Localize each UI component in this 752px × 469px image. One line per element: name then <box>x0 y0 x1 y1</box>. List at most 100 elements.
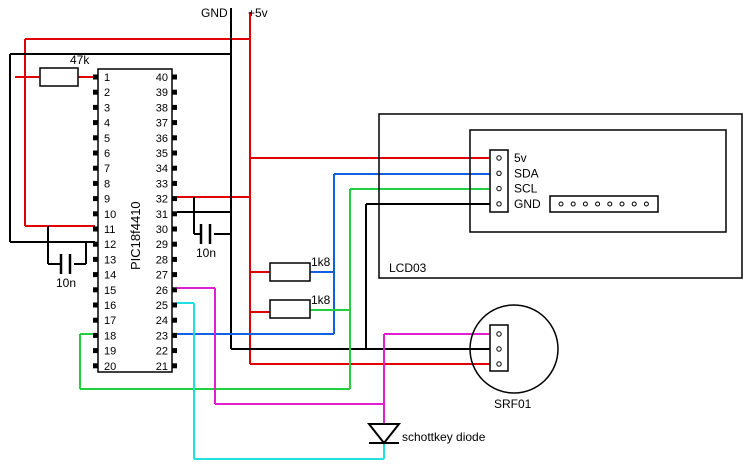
pic-pin-label: 9 <box>104 194 110 206</box>
pic-pin-marker <box>172 196 177 202</box>
wire-5v <box>15 12 499 365</box>
pic-pin-label: 8 <box>104 178 110 190</box>
pic-pin-marker <box>172 272 177 278</box>
pic-pin-marker <box>172 302 177 308</box>
gnd-label: GND <box>201 6 228 20</box>
pic-pin-marker <box>93 256 98 262</box>
lcd-header-dot <box>643 201 649 207</box>
srf01-pin-dot <box>496 346 502 352</box>
pic-pin-label: 22 <box>156 346 168 358</box>
pic-pins: 1234567891011121314151617181920403938373… <box>93 72 177 373</box>
pic-pin-label: 40 <box>156 72 168 84</box>
srf01-pin-dot <box>496 361 502 367</box>
schottky-diode <box>366 423 402 445</box>
wire-sda <box>177 173 499 335</box>
lcd-header-dot <box>631 201 637 207</box>
resistor-1k8-b-label: 1k8 <box>311 293 331 307</box>
pic-pin-marker <box>172 363 177 369</box>
pic-pin-marker <box>172 165 177 171</box>
pic-pin-marker <box>172 317 177 323</box>
pic-pin-label: 36 <box>156 133 168 145</box>
pic-pin-label: 24 <box>156 315 168 327</box>
srf01-pin-dot <box>496 331 502 337</box>
resistor-47k-label: 47k <box>70 53 90 67</box>
pic-chip-label: PIC18f4410 <box>128 201 143 270</box>
pic-pin-label: 38 <box>156 102 168 114</box>
pic-pin-label: 18 <box>104 330 116 342</box>
resistor-1k8-b <box>269 299 311 319</box>
capacitor-1 <box>47 226 87 274</box>
pic-pin-marker <box>172 348 177 354</box>
pic-pin-marker <box>93 211 98 217</box>
pic-pin-marker <box>172 332 177 338</box>
pic-pin-marker <box>93 180 98 186</box>
pic-chip <box>97 68 173 373</box>
lcd-header <box>549 195 659 213</box>
pic-pin-marker <box>93 120 98 126</box>
lcd-outer <box>378 113 743 279</box>
srf01-label: SRF01 <box>494 397 532 411</box>
pic-pin-label: 17 <box>104 315 116 327</box>
pic-pin-label: 7 <box>104 163 110 175</box>
lcd-pin-dot <box>496 170 502 177</box>
lcd-label: LCD03 <box>389 261 427 275</box>
wire-gnd <box>9 8 499 350</box>
pic-pin-label: 13 <box>104 254 116 266</box>
pic-pin-marker <box>172 74 177 80</box>
lcd-pin-dot <box>496 155 502 161</box>
pic-pin-marker <box>93 165 98 171</box>
diode-label: schottkey diode <box>402 430 486 444</box>
srf01-circle <box>469 304 559 394</box>
pic-pin-marker <box>172 135 177 141</box>
lcd-header-dot <box>582 201 588 207</box>
lcd-header-dot <box>570 201 576 207</box>
pic-pin-marker <box>93 317 98 323</box>
pic-pin-label: 25 <box>156 300 168 312</box>
lcd-header-dot <box>619 201 625 207</box>
pic-pin-label: 27 <box>156 270 168 282</box>
lcd-header-pins <box>558 201 649 207</box>
pic-pin-label: 6 <box>104 148 110 160</box>
pic-pin-marker <box>93 287 98 293</box>
pic-pin-label: 37 <box>156 118 168 130</box>
srf01-pins <box>496 331 502 367</box>
pic-pin-marker <box>93 89 98 95</box>
pic-pin-label: 19 <box>104 346 116 358</box>
pic-pin-marker <box>172 226 177 232</box>
lcd-pin-label: GND <box>514 197 541 211</box>
lcd-pin-dot <box>496 185 502 192</box>
pic-pin-marker <box>172 180 177 186</box>
pic-pin-label: 26 <box>156 285 168 297</box>
pic-pin-label: 3 <box>104 102 110 114</box>
resistor-1k8-a-label: 1k8 <box>311 255 331 269</box>
lcd-pin-label: SDA <box>514 166 539 180</box>
pic-pin-label: 28 <box>156 254 168 266</box>
lcd-connector <box>489 149 509 213</box>
wire-magenta <box>177 287 499 423</box>
lcd-inner <box>469 129 727 233</box>
pic-pin-marker <box>93 226 98 232</box>
pic-pin-marker <box>172 241 177 247</box>
pic-pin-label: 4 <box>104 118 110 130</box>
pic-pin-marker <box>172 104 177 110</box>
pic-pin-label: 29 <box>156 239 168 251</box>
pic-pin-marker <box>172 256 177 262</box>
lcd-header-dot <box>558 201 564 207</box>
pic-pin-marker <box>172 211 177 217</box>
pic-pin-marker <box>93 150 98 156</box>
pic-pin-marker <box>93 348 98 354</box>
pic-pin-marker <box>172 89 177 95</box>
capacitor-2 <box>193 197 231 244</box>
pic-pin-label: 16 <box>104 300 116 312</box>
pic-pin-marker <box>93 332 98 338</box>
resistor-1k8-a <box>269 262 311 282</box>
pic-pin-marker <box>93 74 98 80</box>
pic-pin-label: 30 <box>156 224 168 236</box>
pic-pin-marker <box>172 287 177 293</box>
pic-pin-marker <box>93 272 98 278</box>
pic-pin-marker <box>93 302 98 308</box>
pic-pin-label: 10 <box>104 209 116 221</box>
pic-pin-label: 14 <box>104 270 116 282</box>
pic-pin-label: 34 <box>156 163 168 175</box>
